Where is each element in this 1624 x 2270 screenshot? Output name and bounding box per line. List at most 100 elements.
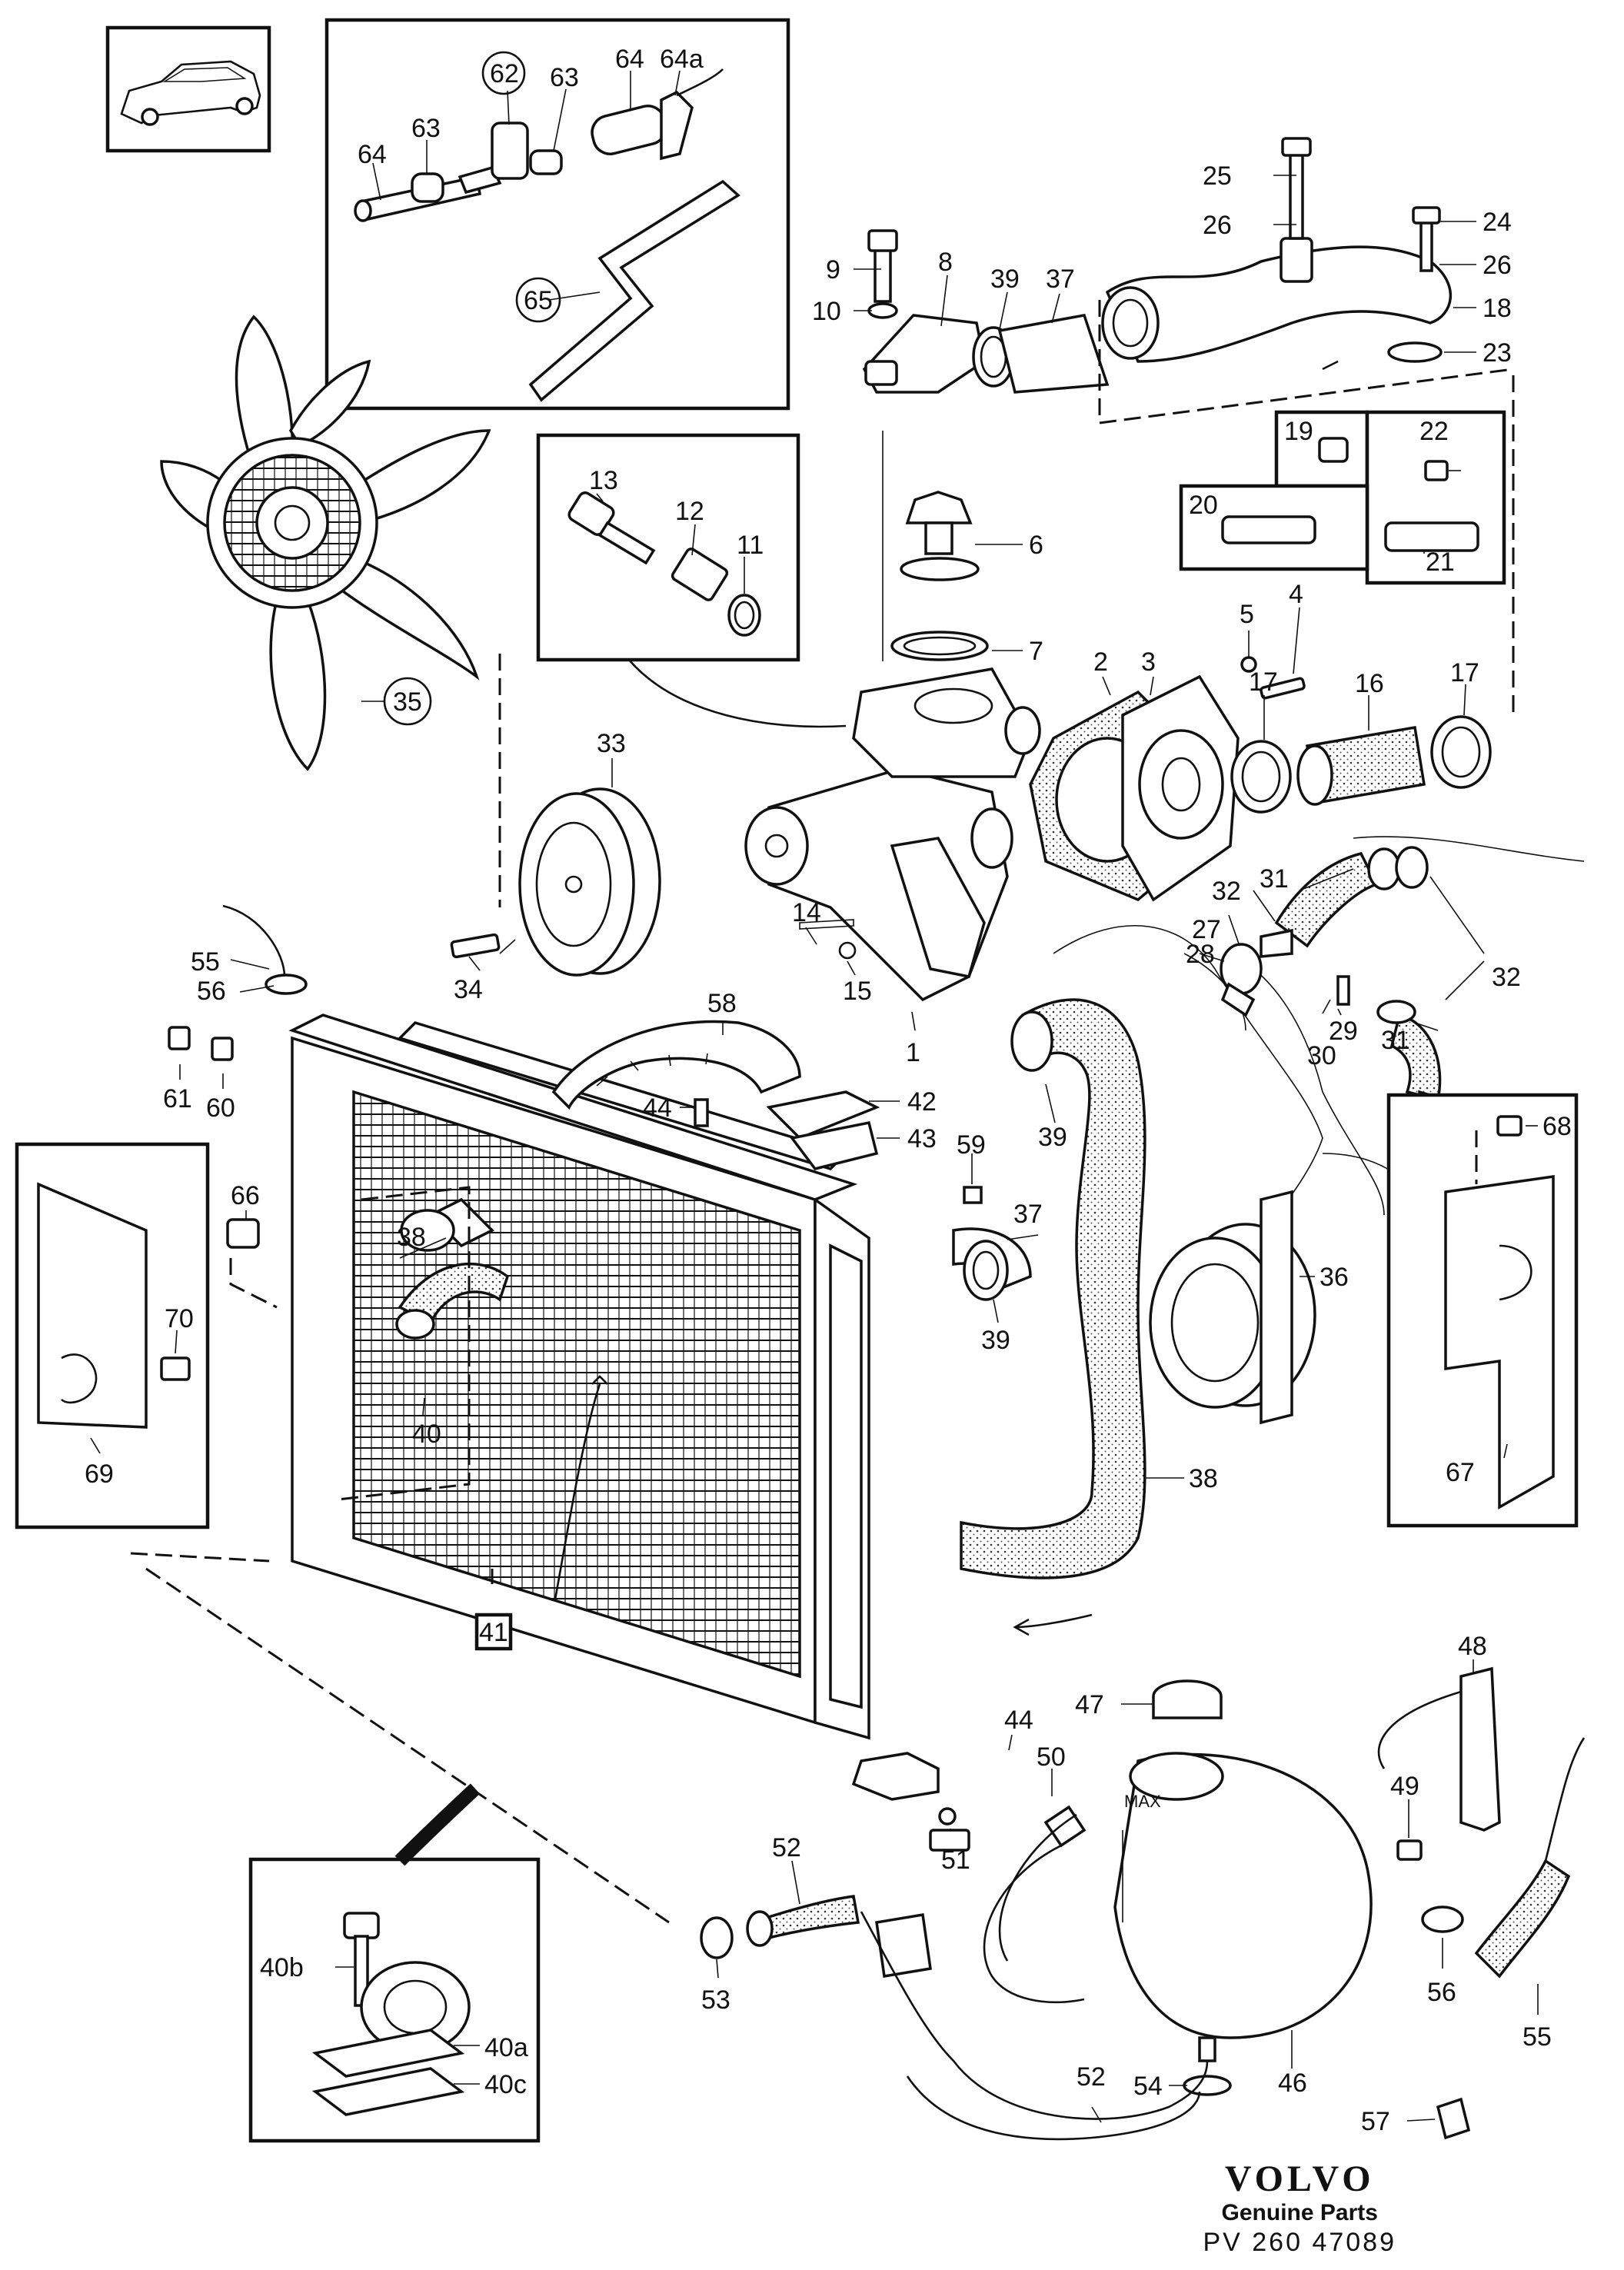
callout-40: 40 xyxy=(412,1420,441,1449)
callout-17: 17 xyxy=(1249,667,1278,697)
callout-52: 52 xyxy=(1077,2062,1106,2092)
expansion-tank-assembly: 44 51 47 MAX 54 46 50 48 49 xyxy=(700,1632,1586,2141)
callout-38: 38 xyxy=(397,1223,426,1252)
callout-64a: 64a xyxy=(660,45,704,74)
callout-37: 37 xyxy=(1046,265,1075,294)
vehicle-thumbnail xyxy=(105,25,271,153)
fan-shroud-and-brackets: 58 42 43 44 59 xyxy=(551,989,986,1204)
inset-temperature-sender: 13 12 11 xyxy=(536,433,847,728)
callout-60: 60 xyxy=(206,1093,235,1123)
water-pump-body: 14 15 1 xyxy=(744,667,1041,1067)
callout-48: 48 xyxy=(1458,1632,1487,1661)
callout-44: 44 xyxy=(1004,1706,1033,1735)
callout-20: 20 xyxy=(1189,491,1218,520)
thermostat-assembly: 9 10 8 6 7 39 37 xyxy=(812,229,1110,666)
inset-radiator-mounting: 40b 40a 40c xyxy=(248,1783,541,2143)
callout-10: 10 xyxy=(812,297,841,326)
callout-63: 63 xyxy=(550,63,579,92)
callout-19: 19 xyxy=(1284,417,1313,446)
callout-52: 52 xyxy=(772,1833,801,1862)
callout-22: 22 xyxy=(1419,417,1449,446)
callout-64: 64 xyxy=(358,140,387,169)
callout-40c: 40c xyxy=(484,2070,527,2099)
callout-31: 31 xyxy=(1381,1026,1410,1055)
callout-41: 41 xyxy=(479,1618,508,1647)
callout-16: 16 xyxy=(1355,669,1384,698)
callout-40b: 40b xyxy=(260,1953,304,1982)
callout-59: 59 xyxy=(957,1130,986,1160)
viscous-drive-pulley: 36 xyxy=(1149,1190,1349,1425)
callout-44: 44 xyxy=(643,1093,672,1123)
callout-37: 37 xyxy=(1013,1200,1043,1229)
callout-25: 25 xyxy=(1203,161,1232,191)
callout-57: 57 xyxy=(1361,2107,1390,2136)
inset-heater-valve: 64 63 62 63 64 64a 65 xyxy=(324,18,790,411)
callout-26: 26 xyxy=(1203,211,1232,240)
callout-32: 32 xyxy=(1492,963,1521,992)
callout-66: 66 xyxy=(231,1181,260,1210)
callout-17: 17 xyxy=(1450,658,1479,687)
callout-49: 49 xyxy=(1390,1772,1419,1801)
callout-13: 13 xyxy=(589,466,618,495)
callout-30: 30 xyxy=(1307,1041,1336,1070)
callout-2: 2 xyxy=(1093,647,1108,677)
callout-18: 18 xyxy=(1483,294,1512,323)
callout-34: 34 xyxy=(454,975,483,1004)
callout-65: 65 xyxy=(524,286,553,315)
callout-39: 39 xyxy=(981,1326,1010,1355)
callout-35-circle xyxy=(383,677,432,726)
callout-27: 27 xyxy=(1192,915,1221,944)
callout-56: 56 xyxy=(1427,1978,1456,2007)
callout-26: 26 xyxy=(1483,251,1512,280)
bypass-hose: 17 16 17 xyxy=(1230,658,1492,814)
footer-branding: VOLVO Genuine Parts PV 260 47089 xyxy=(1203,2159,1396,2258)
callout-62-circle xyxy=(481,51,526,95)
callout-62: 62 xyxy=(490,59,519,88)
callout-55: 55 xyxy=(191,947,220,977)
pump-gasket-and-housing: 2 3 5 4 xyxy=(1029,580,1306,902)
radiator: 38 40 41 xyxy=(130,1014,870,1924)
inset-left-bracket: 69 70 66 xyxy=(15,1142,278,1529)
callout-41-box xyxy=(474,1613,513,1651)
callout-11: 11 xyxy=(737,531,764,560)
callout-36: 36 xyxy=(1320,1263,1349,1292)
water-pump-pulley: 33 34 xyxy=(450,729,661,1004)
callout-29: 29 xyxy=(1329,1017,1358,1046)
callout-64: 64 xyxy=(615,45,644,74)
callout-40a: 40a xyxy=(484,2033,528,2062)
callout-4: 4 xyxy=(1289,580,1303,609)
callout-56: 56 xyxy=(197,977,226,1006)
callout-70: 70 xyxy=(165,1304,194,1333)
callout-46: 46 xyxy=(1278,2069,1307,2098)
callout-47: 47 xyxy=(1075,1690,1104,1719)
callout-5: 5 xyxy=(1240,600,1254,629)
callout-63: 63 xyxy=(411,114,441,143)
callout-33: 33 xyxy=(597,729,626,758)
brand-logo: VOLVO xyxy=(1224,2158,1375,2199)
callout-8: 8 xyxy=(938,248,953,277)
callout-50: 50 xyxy=(1037,1742,1066,1772)
callout-38: 38 xyxy=(1189,1464,1218,1493)
callout-54: 54 xyxy=(1133,2072,1163,2101)
tank-max-marking: MAX xyxy=(1124,1792,1161,1811)
callout-69: 69 xyxy=(85,1460,114,1489)
sensor-box-19 xyxy=(1274,410,1369,488)
callout-65-circle xyxy=(515,277,561,323)
callout-15: 15 xyxy=(843,977,872,1006)
callout-12: 12 xyxy=(675,497,704,526)
callout-14: 14 xyxy=(792,898,821,927)
callout-68: 68 xyxy=(1542,1112,1572,1141)
callout-39: 39 xyxy=(990,265,1020,294)
callout-42: 42 xyxy=(907,1087,937,1117)
callout-58: 58 xyxy=(707,989,737,1018)
callout-61: 61 xyxy=(163,1084,192,1113)
plate-number: PV 260 47089 xyxy=(1203,2228,1396,2257)
callout-7: 7 xyxy=(1029,637,1043,666)
callout-43: 43 xyxy=(907,1124,937,1153)
callout-32: 32 xyxy=(1212,877,1241,906)
callout-53: 53 xyxy=(701,1985,730,2015)
callout-21: 21 xyxy=(1426,548,1455,577)
callout-28: 28 xyxy=(1186,940,1215,969)
callout-39: 39 xyxy=(1038,1123,1067,1152)
